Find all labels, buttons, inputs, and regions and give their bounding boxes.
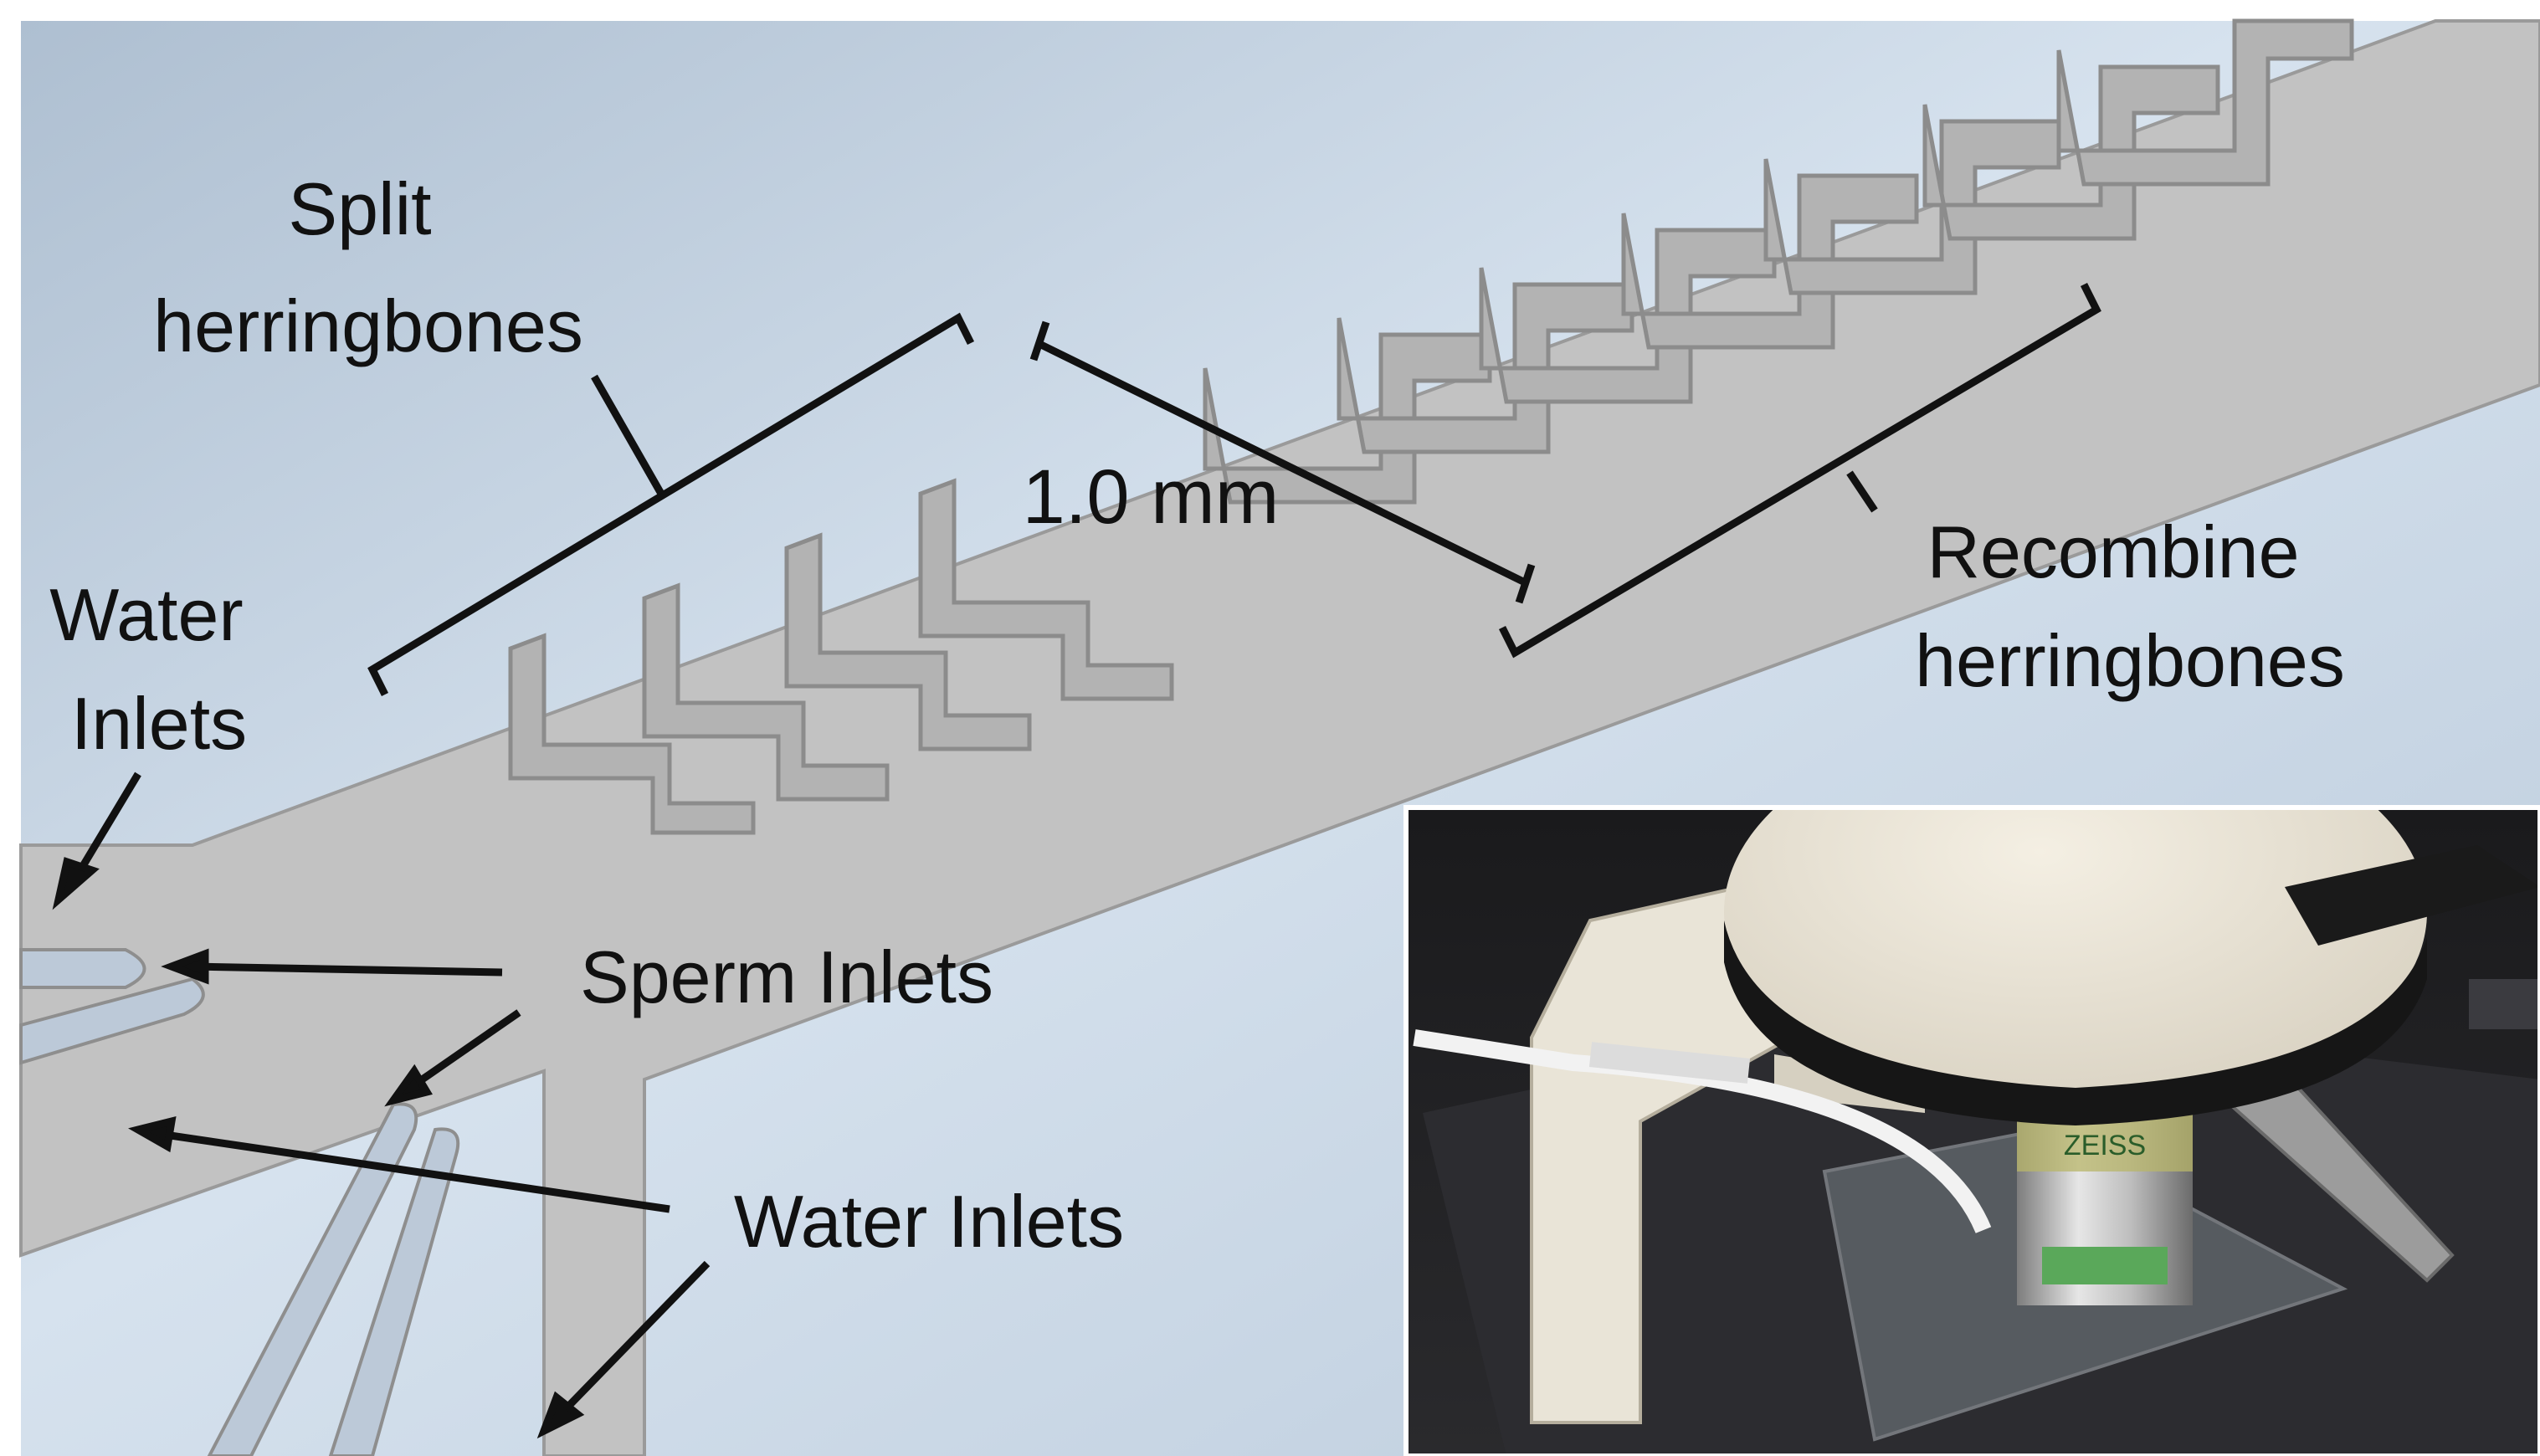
recombine-bracket bbox=[1498, 282, 2101, 659]
herringbone-ridges bbox=[508, 18, 2354, 835]
split-label-line2: herringbones bbox=[153, 285, 583, 367]
recombine-leader bbox=[1846, 470, 1878, 513]
inset-photo: ZEISS bbox=[1406, 807, 2540, 1456]
water-inlets-top-line2: Inlets bbox=[71, 682, 247, 765]
recombine-label-line2: herringbones bbox=[1915, 619, 2345, 702]
split-bracket bbox=[367, 312, 975, 697]
water-top-arrow bbox=[72, 772, 141, 881]
water-bottom-arrow-1 bbox=[158, 1130, 670, 1213]
water-bottom-arrow-2 bbox=[557, 1260, 711, 1418]
objective-text: ZEISS bbox=[2064, 1130, 2146, 1161]
annotations bbox=[52, 282, 2101, 1439]
microfluidic-channel bbox=[19, 19, 2540, 1456]
recombine-label-line1: Recombine bbox=[1927, 510, 2299, 593]
sperm-arrow-2 bbox=[408, 1009, 521, 1091]
water-inlets-bottom-label: Water Inlets bbox=[734, 1180, 1124, 1263]
split-label-line1: Split bbox=[288, 167, 431, 250]
split-leader bbox=[591, 374, 665, 496]
microscope-head bbox=[1724, 807, 2427, 1113]
sperm-arrow-1 bbox=[192, 962, 503, 977]
dimension-line bbox=[1029, 320, 1536, 604]
water-inlets-top-line1: Water bbox=[49, 573, 243, 656]
sperm-inlets-label: Sperm Inlets bbox=[580, 936, 993, 1018]
inset-frame bbox=[1403, 805, 2540, 1456]
dimension-label: 1.0 mm bbox=[1023, 454, 1280, 540]
